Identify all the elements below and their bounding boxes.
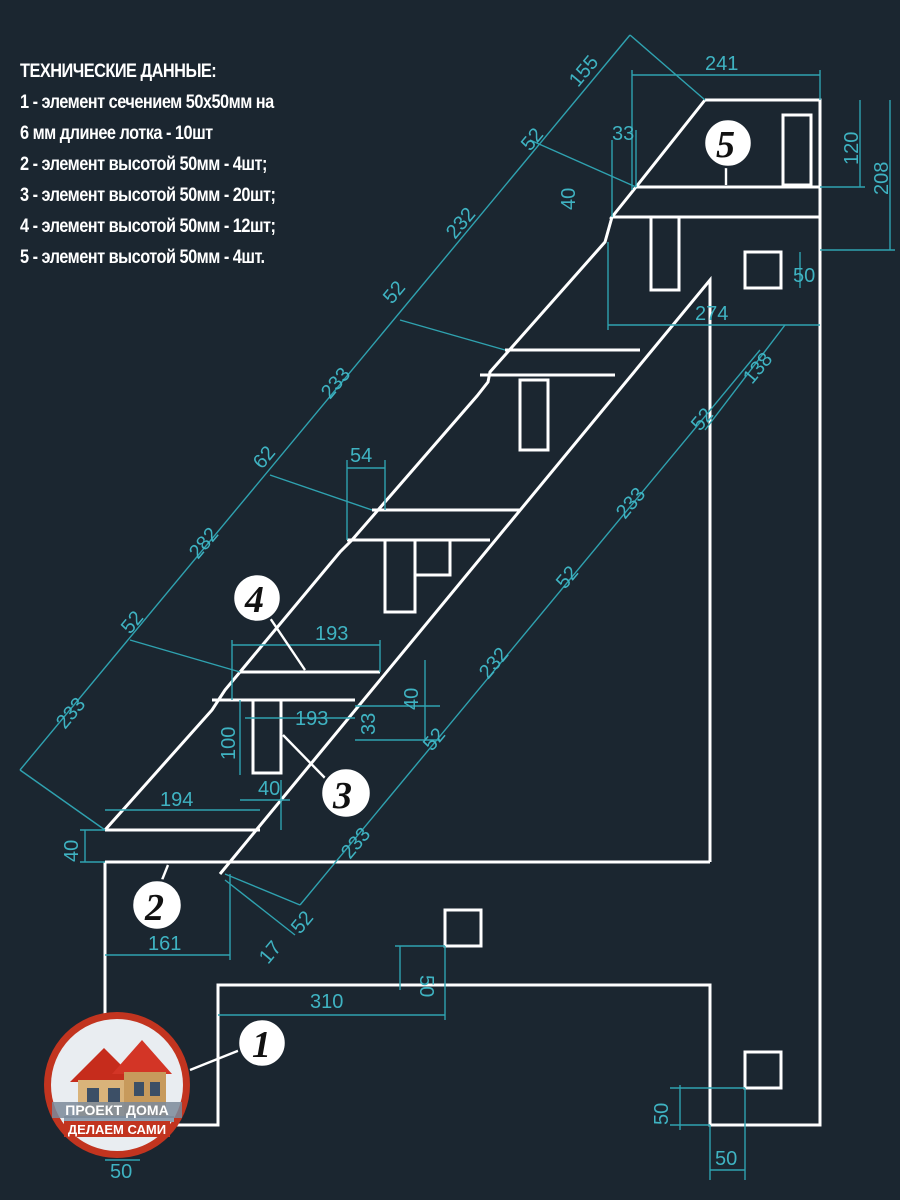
post-mid bbox=[383, 538, 417, 614]
balloon-5 bbox=[702, 117, 754, 169]
post-upper bbox=[649, 215, 681, 292]
stringer-inner bbox=[218, 275, 712, 875]
dim-193-a: 193 bbox=[315, 623, 348, 645]
dim-40-d: 40 bbox=[61, 840, 83, 862]
balloon-1-label: 1 bbox=[252, 1024, 271, 1066]
dim-52-a: 52 bbox=[517, 124, 548, 155]
dim-52-b: 52 bbox=[379, 277, 410, 308]
dim-241: 241 bbox=[705, 53, 738, 75]
balloon-1 bbox=[236, 1017, 288, 1069]
logo-line-2: ДЕЛАЕМ САМИ bbox=[68, 1122, 166, 1137]
post-low bbox=[251, 698, 283, 775]
logo-line-1: ПРОЕКТ ДОМА bbox=[65, 1102, 168, 1118]
notes-line-1: 1 - элемент сечением 50х50мм на bbox=[20, 92, 274, 113]
dim-54: 54 bbox=[350, 445, 372, 467]
dim-155: 155 bbox=[565, 52, 603, 92]
dim-193-b: 193 bbox=[295, 708, 328, 730]
technical-notes: ТЕХНИЧЕСКИЕ ДАННЫЕ: 1 - элемент сечением… bbox=[20, 56, 276, 273]
dimension-lines bbox=[19, 34, 895, 1180]
dim-33-b: 33 bbox=[358, 713, 380, 735]
dim-50-a: 50 bbox=[793, 265, 815, 287]
dim-62: 62 bbox=[249, 442, 280, 473]
block-bottom-right bbox=[743, 1050, 783, 1090]
dim-50-e: 50 bbox=[110, 1161, 132, 1183]
notes-line-5: 4 - элемент высотой 50мм - 12шт; bbox=[20, 216, 276, 237]
dim-232-b: 232 bbox=[475, 644, 513, 684]
dim-40-a: 40 bbox=[558, 188, 580, 210]
dim-233-c: 233 bbox=[52, 694, 90, 734]
dim-282: 282 bbox=[185, 524, 223, 564]
house-icon bbox=[64, 1040, 174, 1122]
dim-138: 138 bbox=[739, 349, 777, 389]
dim-52-g: 52 bbox=[287, 907, 318, 938]
notes-title: ТЕХНИЧЕСКИЕ ДАННЫЕ: bbox=[20, 61, 217, 82]
logo-badge: ПРОЕКТ ДОМА ДЕЛАЕМ САМИ bbox=[44, 1012, 190, 1158]
dim-120: 120 bbox=[841, 132, 863, 165]
dim-208: 208 bbox=[871, 162, 893, 195]
notes-line-2: 6 мм длинее лотка - 10шт bbox=[20, 123, 213, 144]
notes-line-3: 2 - элемент высотой 50мм - 4шт; bbox=[20, 154, 267, 175]
post-upper-2 bbox=[518, 378, 550, 452]
post-5 bbox=[781, 113, 813, 187]
dim-233-a: 233 bbox=[317, 364, 355, 404]
dim-50-c: 50 bbox=[651, 1103, 673, 1125]
balloon-2 bbox=[130, 878, 184, 932]
balloon-3-label: 3 bbox=[332, 775, 352, 817]
block-top-right bbox=[743, 250, 783, 290]
balloon-5-label: 5 bbox=[716, 124, 735, 166]
dim-52-c: 52 bbox=[687, 404, 718, 435]
balloon-3 bbox=[319, 766, 373, 820]
dim-194: 194 bbox=[160, 789, 193, 811]
dim-33-a: 33 bbox=[612, 123, 634, 145]
balloon-2-label: 2 bbox=[144, 887, 164, 929]
block-bottom-mid bbox=[443, 908, 483, 948]
callouts: 5 4 3 2 1 bbox=[130, 117, 754, 1072]
balloon-4-label: 4 bbox=[244, 579, 264, 621]
dim-233-d: 233 bbox=[337, 824, 375, 864]
notes-line-6: 5 - элемент высотой 50мм - 4шт. bbox=[20, 247, 265, 268]
dim-161: 161 bbox=[148, 933, 181, 955]
notes-line-4: 3 - элемент высотой 50мм - 20шт; bbox=[20, 185, 276, 206]
tread-5-lower bbox=[608, 186, 822, 219]
stair-parts bbox=[103, 98, 822, 1127]
dim-17: 17 bbox=[255, 937, 286, 968]
dim-274: 274 bbox=[695, 303, 728, 325]
post-mid-step bbox=[415, 540, 452, 577]
stringer-upper-edge bbox=[103, 216, 614, 831]
dim-40-c: 40 bbox=[258, 778, 280, 800]
dim-52-e: 52 bbox=[117, 607, 148, 638]
dim-100: 100 bbox=[218, 727, 240, 760]
dim-52-d: 52 bbox=[552, 562, 583, 593]
dim-310: 310 bbox=[310, 991, 343, 1013]
dim-50-b: 50 bbox=[415, 975, 437, 997]
dim-40-b: 40 bbox=[401, 688, 423, 710]
balloon-4 bbox=[231, 572, 283, 624]
dim-50-d: 50 bbox=[715, 1148, 737, 1170]
dim-232-a: 232 bbox=[442, 204, 480, 244]
